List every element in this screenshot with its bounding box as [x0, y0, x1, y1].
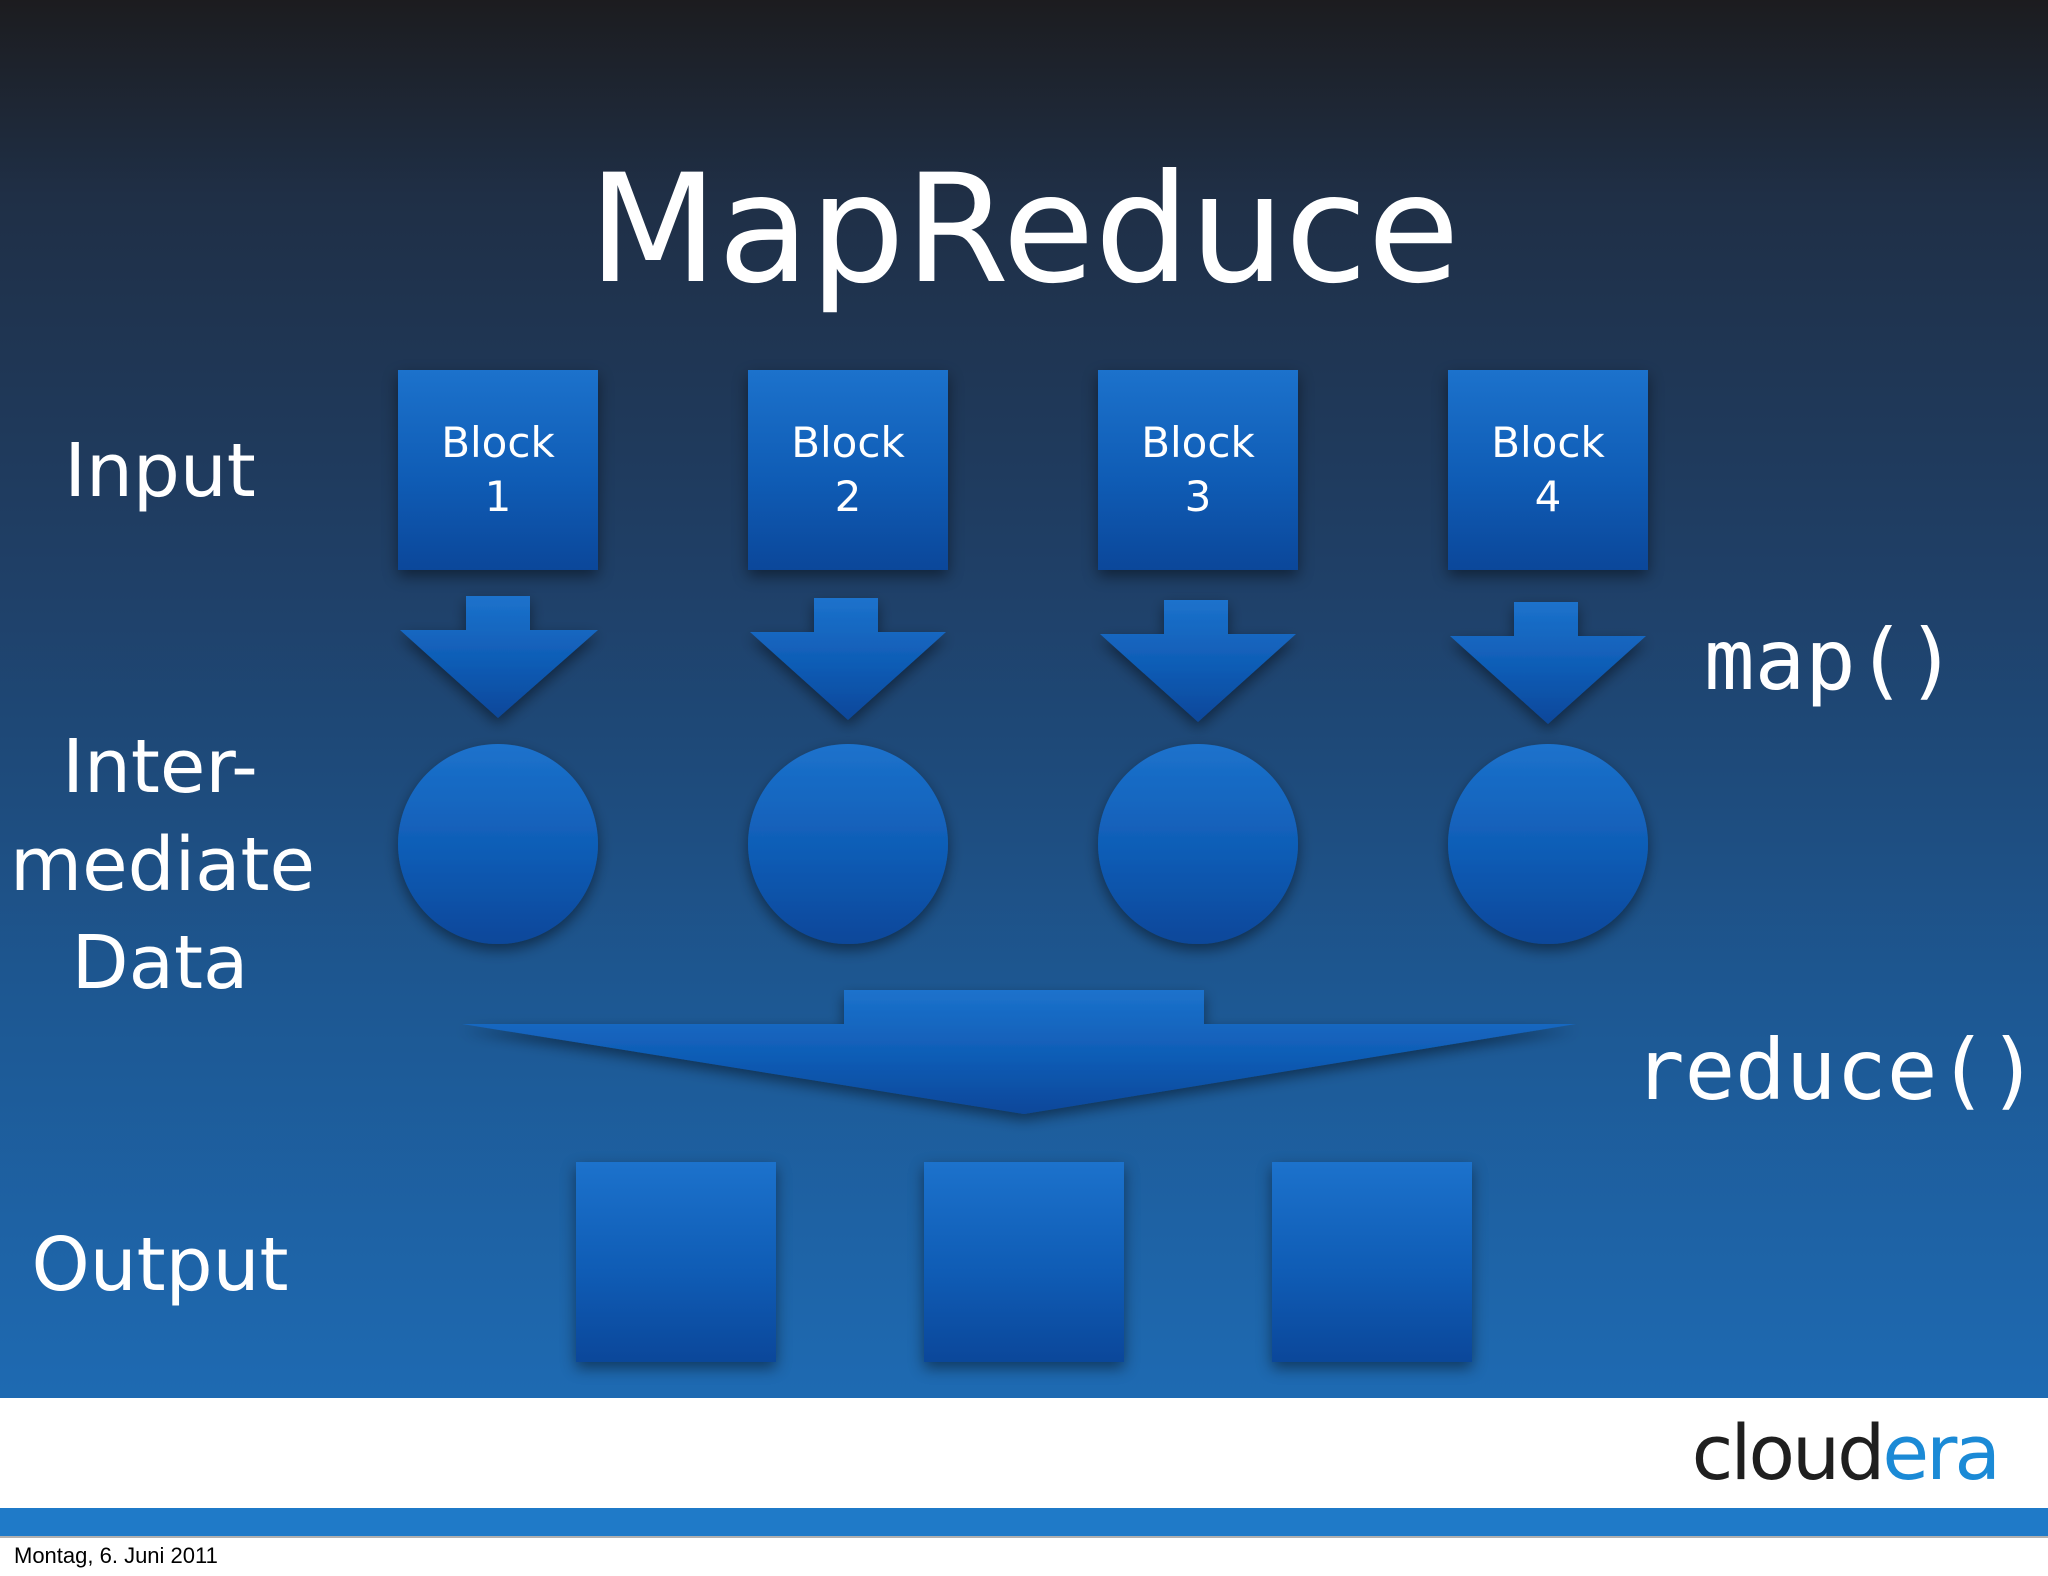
intermediate-data-circle	[1448, 744, 1648, 944]
input-block: Block 4	[1448, 370, 1648, 570]
block-label: Block	[791, 418, 905, 467]
block-number: 1	[484, 472, 512, 521]
input-block: Block 1	[398, 370, 598, 570]
map-arrow	[400, 596, 598, 718]
row-label-line: mediate	[10, 822, 316, 908]
row-label-input: Input	[64, 428, 256, 514]
intermediate-data-circle	[398, 744, 598, 944]
row-label-intermediate-data: Inter- mediate Data	[10, 718, 316, 1012]
logo-text-dark: cloud	[1691, 1408, 1886, 1497]
block-number: 4	[1534, 472, 1562, 521]
map-function-label: map()	[1704, 611, 1957, 709]
row-label-line: Inter-	[62, 724, 258, 810]
row-label-output: Output	[31, 1222, 289, 1308]
footer	[0, 1398, 2048, 1508]
block-label: Block	[1141, 418, 1255, 467]
output-box	[924, 1162, 1124, 1362]
intermediate-data-circle	[1098, 744, 1298, 944]
intermediate-data-circle	[748, 744, 948, 944]
input-block: Block 3	[1098, 370, 1298, 570]
map-arrow	[750, 598, 946, 720]
block-label: Block	[441, 418, 555, 467]
output-box	[1272, 1162, 1472, 1362]
cloudera-logo: cloudera	[1691, 1408, 2001, 1498]
reduce-arrow	[462, 990, 1576, 1114]
slide-title: MapReduce	[588, 143, 1460, 317]
mapreduce-diagram	[398, 596, 1648, 1114]
map-arrow	[1100, 600, 1296, 722]
input-block: Block 2	[748, 370, 948, 570]
reduce-function-label: reduce()	[1634, 1021, 2039, 1119]
logo-text-accent: era	[1882, 1408, 2001, 1497]
footer-bar	[0, 1508, 2048, 1536]
block-number: 2	[834, 472, 862, 521]
footer-divider	[0, 1536, 2048, 1538]
block-number: 3	[1184, 472, 1212, 521]
output-box	[576, 1162, 776, 1362]
block-label: Block	[1491, 418, 1605, 467]
row-label-line: Data	[71, 920, 249, 1006]
map-arrow	[1450, 602, 1646, 724]
footer-date: Montag, 6. Juni 2011	[14, 1543, 218, 1568]
